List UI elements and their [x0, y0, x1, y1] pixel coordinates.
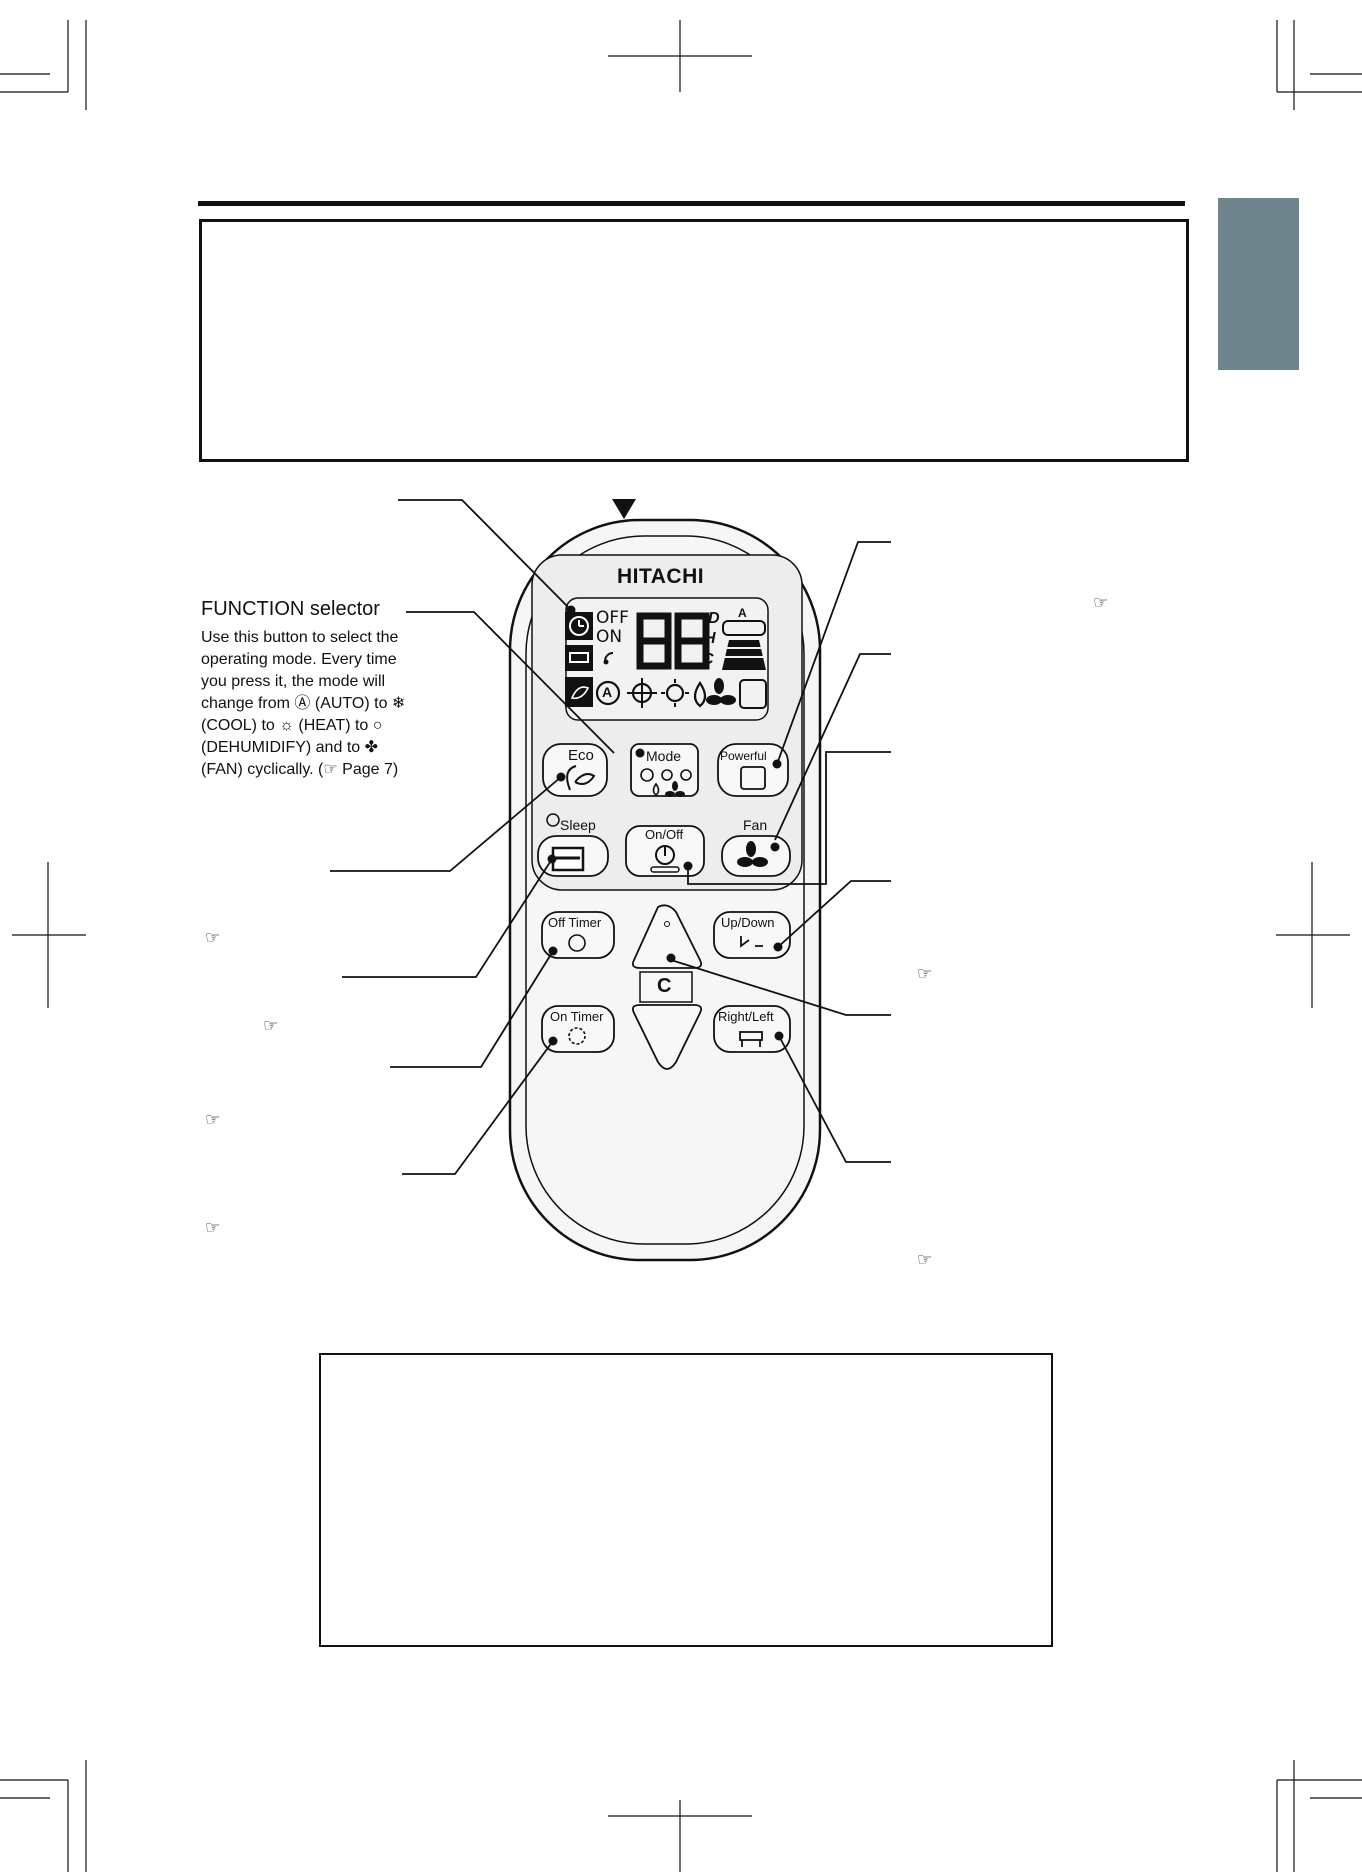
on-timer-button-shape — [541, 1005, 615, 1053]
heat-mode-icon: ☼ — [279, 717, 294, 734]
eco-button[interactable]: Eco — [568, 747, 594, 764]
leader-lines — [330, 499, 891, 1175]
right-left-button[interactable]: Right/Left — [718, 1009, 774, 1024]
lcd-unit-h: H — [704, 630, 716, 647]
leader-dots — [547, 605, 784, 1046]
mode-fan-icon — [665, 781, 685, 797]
powerful-icon — [740, 766, 766, 790]
temp-rocker — [631, 904, 703, 1070]
lcd-contents — [565, 612, 767, 709]
dehumidify-mode-icon: ○ — [372, 717, 383, 734]
updown-icon — [740, 936, 763, 948]
signal-arrow-icon — [612, 499, 636, 519]
rightleft-icon — [739, 1031, 763, 1041]
fs-auto: (AUTO) to — [314, 695, 388, 712]
pointing-hand-icon: ☞ — [205, 1110, 221, 1130]
pointing-hand-icon: ☞ — [205, 928, 221, 948]
sleep-indicator — [546, 813, 560, 827]
auto-mode-icon: Ⓐ — [294, 695, 311, 712]
lcd-on-label: ON — [596, 627, 623, 647]
dehumidify-lcd-icon — [693, 681, 707, 708]
fs-heat: (HEAT) — [298, 717, 351, 734]
brand-logo-text: HITACHI — [617, 565, 705, 588]
pointing-hand-icon: ☞ — [323, 761, 338, 778]
cool-mode-lcd-icon — [627, 678, 657, 708]
fan-button-shape — [721, 835, 791, 877]
on-timer-button[interactable]: On Timer — [550, 1009, 604, 1024]
pointing-hand-icon: ☞ — [263, 1016, 279, 1036]
function-selector-title: FUNCTION selector — [201, 598, 380, 620]
fan-button[interactable]: Fan — [743, 817, 768, 833]
powerful-lcd-icon — [739, 679, 767, 709]
mode-icons — [640, 768, 692, 797]
fs-to-2: to — [346, 739, 361, 756]
pointing-hand-icon: ☞ — [1093, 593, 1109, 613]
on-off-button[interactable]: On/Off — [645, 827, 684, 842]
section-tab — [1218, 198, 1299, 370]
fs-line-7: (FAN) cyclically. (☞ Page 7) — [201, 759, 423, 781]
fs-dehumidify: (DEHUMIDIFY) and — [201, 739, 343, 756]
top-text-box — [199, 219, 1189, 462]
pointing-hand-icon: ☞ — [205, 1218, 221, 1238]
fs-fan: (FAN) cyclically. ( — [201, 761, 324, 778]
eco-lcd-icon — [565, 677, 593, 707]
header-rule — [198, 201, 1185, 206]
temperature-digits — [636, 612, 710, 670]
leaf-icon — [566, 765, 596, 791]
fs-line-1: Use this button to select the — [201, 629, 399, 646]
fan-lcd-icon — [706, 678, 736, 705]
fs-cool: (COOL) to — [201, 717, 275, 734]
on-timer-icon — [568, 1027, 586, 1045]
flap-lcd-icon — [722, 620, 766, 670]
fs-line-2: operating mode. Every time — [201, 651, 397, 668]
lcd-unit-c: C — [702, 651, 714, 668]
fs-change-from: change from — [201, 695, 290, 712]
temperature-button[interactable]: C — [657, 975, 672, 997]
cool-mode-icon: ❄ — [391, 695, 406, 712]
sleep-button[interactable]: Sleep — [560, 817, 596, 833]
pointing-hand-icon: ☞ — [917, 1250, 933, 1270]
up-down-button[interactable]: Up/Down — [721, 915, 775, 930]
off-timer-button[interactable]: Off Timer — [548, 915, 602, 930]
powerful-button[interactable]: Powerful — [720, 749, 767, 763]
off-timer-icon — [568, 934, 586, 952]
crop-marks — [0, 20, 1362, 1872]
fs-line-5: (COOL) to ☼ (HEAT) to ○ — [201, 715, 423, 737]
fan-mode-icon: ✤ — [364, 739, 379, 756]
lcd-unit-d: D — [708, 610, 720, 627]
function-selector-description: Use this button to select the operating … — [201, 627, 423, 781]
fan-icon — [737, 841, 768, 867]
operation-lamp — [650, 866, 680, 873]
lcd-off-label: OFF — [596, 608, 629, 628]
powerful-button-shape — [717, 743, 789, 797]
heat-mode-lcd-icon — [661, 679, 689, 707]
eco-button-shape — [542, 743, 608, 797]
fs-line-6: (DEHUMIDIFY) and to ✤ — [201, 737, 423, 759]
rightleft-button-shape — [713, 1005, 791, 1053]
fs-line-3: you press it, the mode will — [201, 673, 386, 690]
fs-to: to — [354, 717, 369, 734]
lcd-flap-letter: A — [738, 606, 747, 620]
pointing-hand-icon: ☞ — [917, 964, 933, 984]
auto-mode-lcd-icon — [595, 680, 621, 706]
lcd-auto-letter: A — [602, 684, 613, 700]
mode-button[interactable]: Mode — [646, 748, 682, 764]
bottom-text-box — [319, 1353, 1053, 1647]
fs-line-4: change from Ⓐ (AUTO) to ❄ — [201, 693, 423, 715]
fs-page-ref: Page 7) — [342, 761, 399, 778]
